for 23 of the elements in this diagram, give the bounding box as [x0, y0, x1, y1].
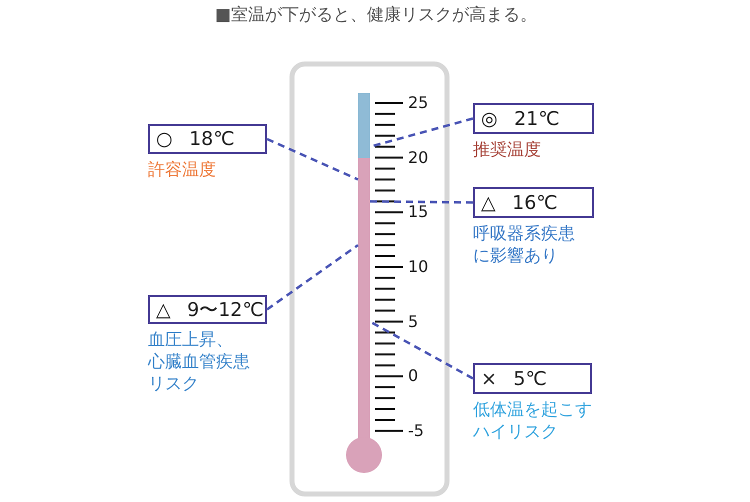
tick-label: 25: [408, 94, 428, 112]
callout-caption: 許容温度: [148, 159, 216, 181]
tick-label: 10: [408, 258, 428, 276]
temperature-label: ◎ 21℃: [480, 106, 560, 130]
temperature-label: △ 9〜12℃: [155, 298, 264, 322]
thermometer-column: [346, 93, 382, 473]
tick-label: -5: [408, 422, 424, 440]
callout-caption: 低体温を起こすハイリスク: [473, 399, 592, 443]
callout-caption: 呼吸器系疾患に影響あり: [473, 223, 575, 267]
tick-label: 5: [408, 312, 418, 331]
leader-line: [370, 200, 474, 204]
tick-label: 20: [408, 148, 428, 167]
callout-caption: 推奨温度: [473, 139, 541, 161]
leader-line: [266, 138, 358, 181]
callout-caption: 血圧上昇、心臓血管疾患リスク: [148, 329, 250, 395]
temperature-label: × 5℃: [480, 366, 547, 390]
leader-line: [266, 244, 359, 311]
leader-line: [369, 320, 474, 380]
temperature-label: △ 16℃: [480, 190, 558, 214]
temperature-label: ○ 18℃: [155, 127, 235, 151]
tick-label: 15: [408, 203, 428, 222]
tick-label: 0: [408, 367, 418, 386]
title-text: ■室温が下がると、健康リスクが高まる。: [215, 4, 538, 27]
